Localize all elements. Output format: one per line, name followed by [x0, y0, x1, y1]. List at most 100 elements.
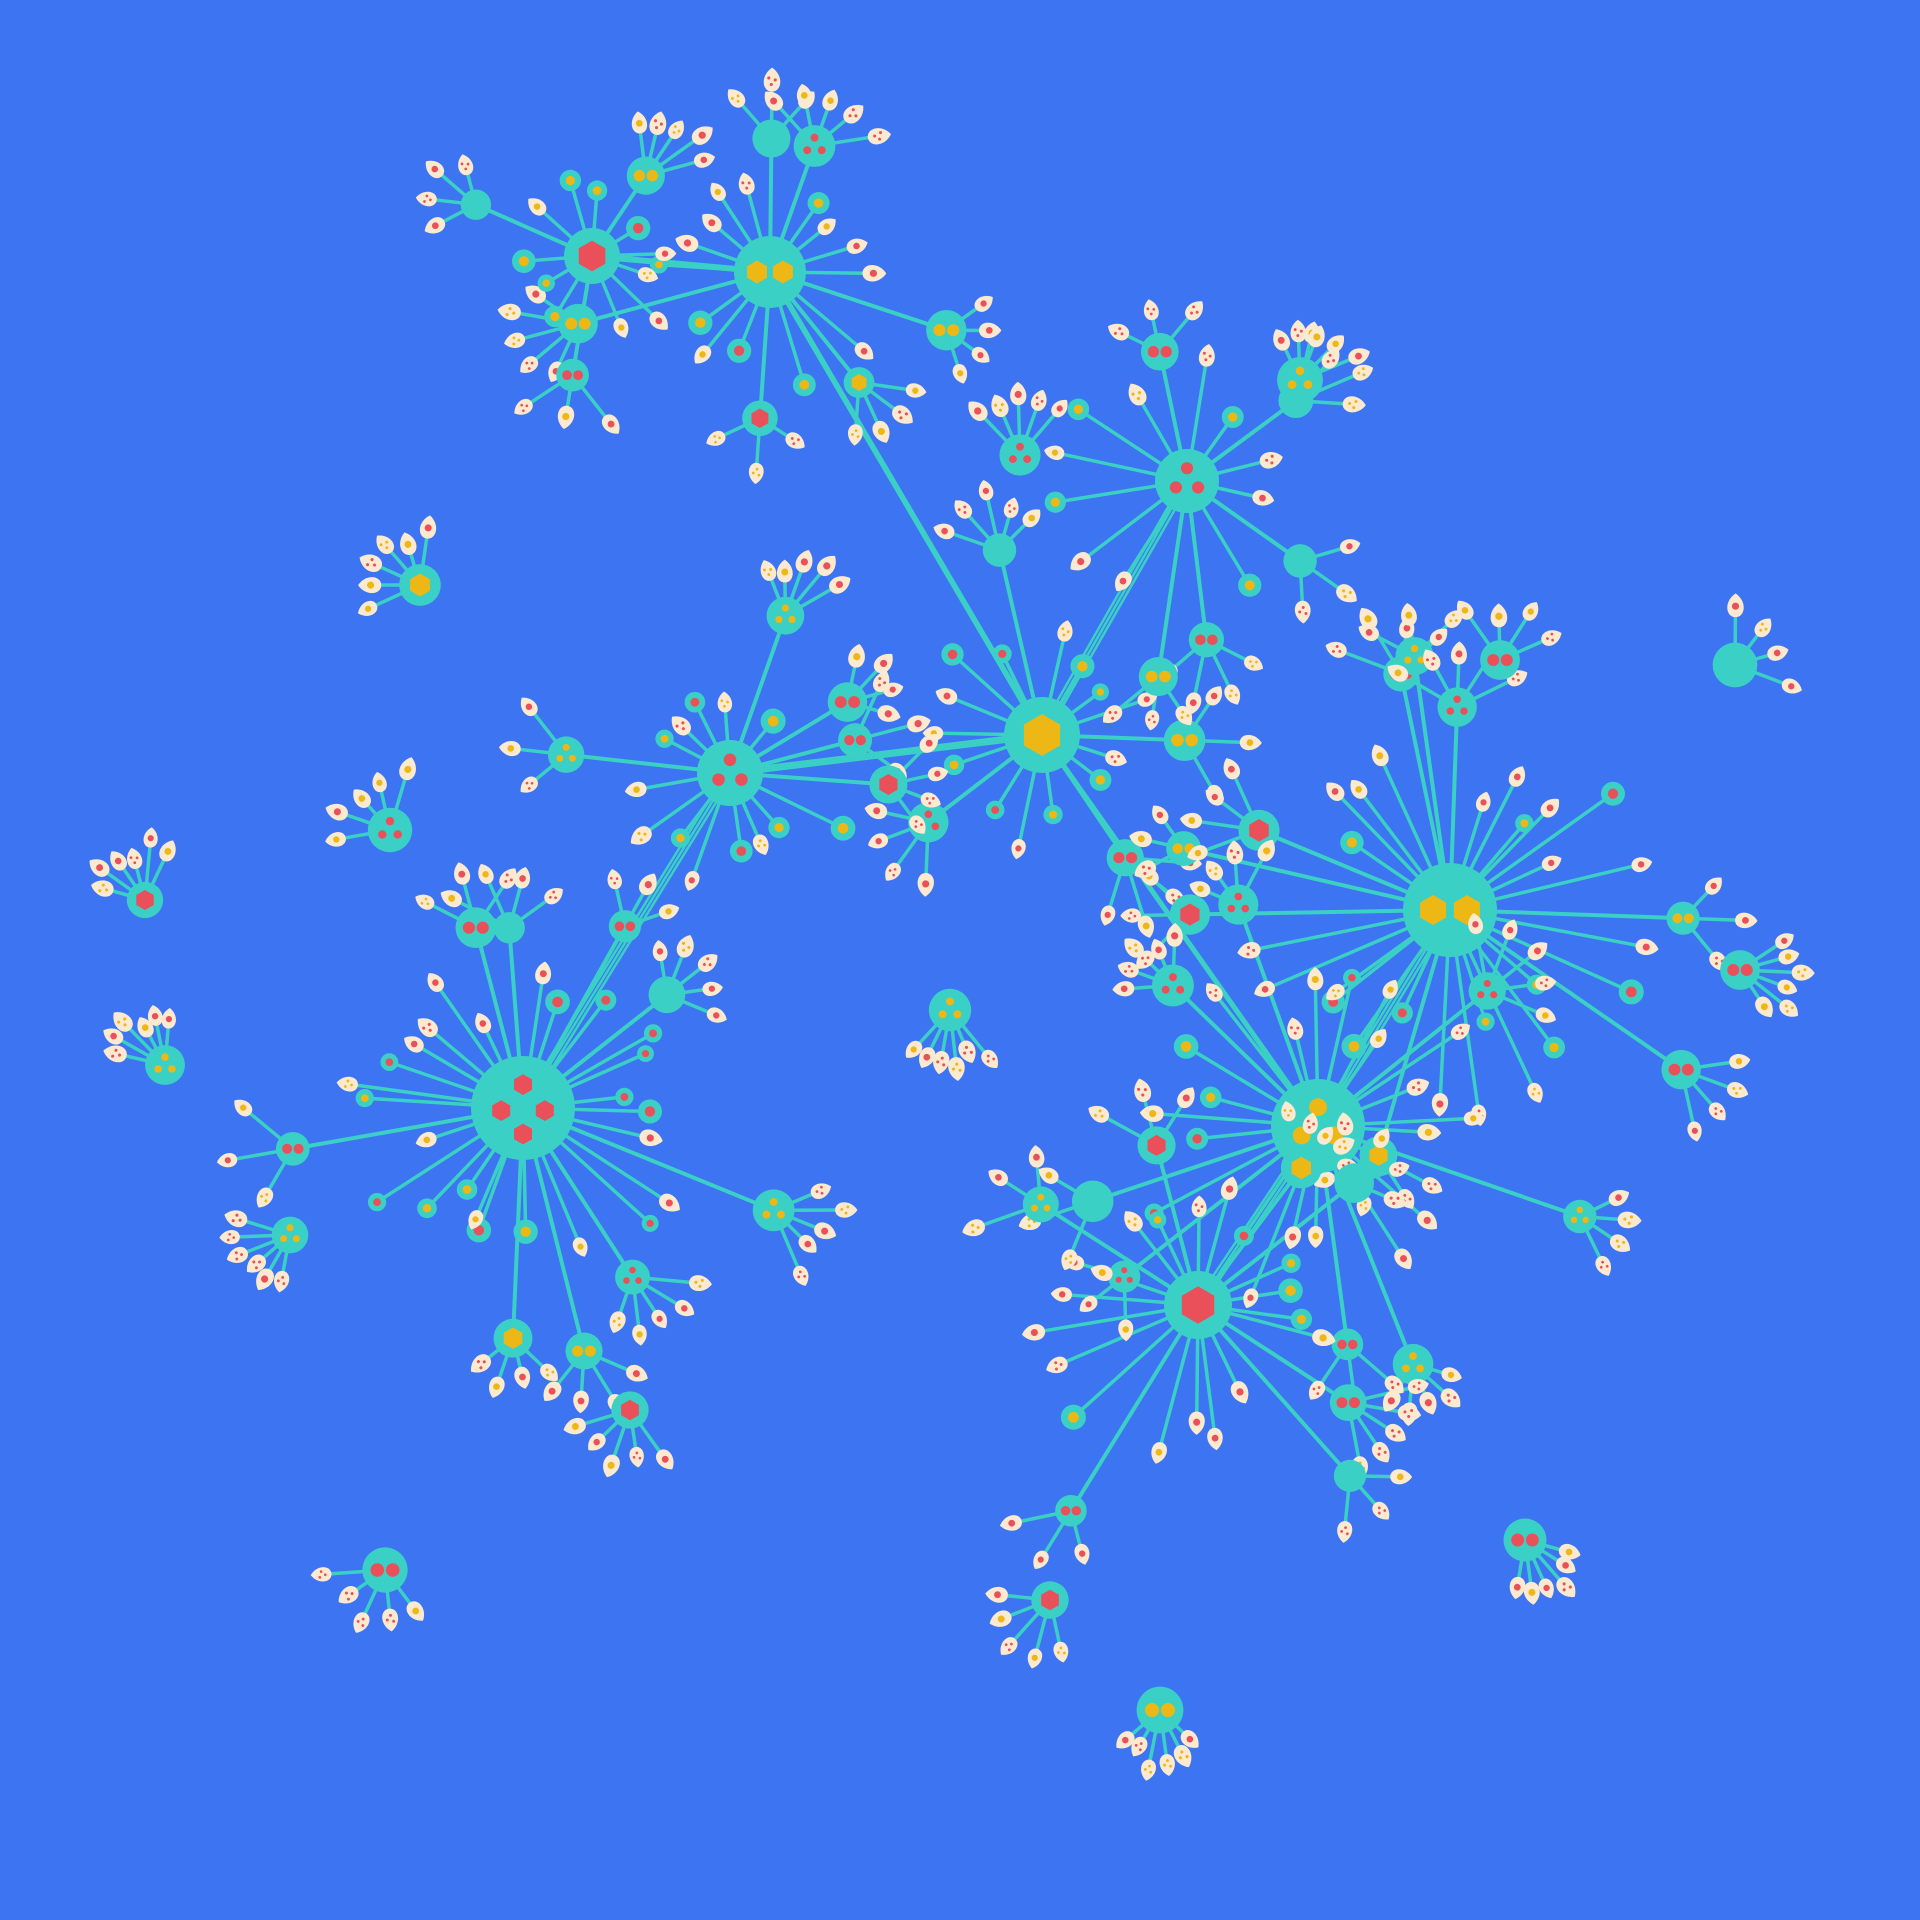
leaf-dot	[1759, 628, 1763, 632]
leaf-node	[1205, 983, 1223, 1002]
leaf-dot	[1513, 1583, 1521, 1591]
leaf-dot	[1352, 406, 1356, 410]
leaf-dot	[635, 1451, 639, 1455]
leaf-dot	[884, 710, 892, 718]
leaf-dot	[1317, 1386, 1321, 1389]
leaf-dot	[1335, 645, 1339, 648]
branch-node	[558, 303, 598, 344]
spoke-end-dot	[660, 734, 669, 743]
leaf-node	[962, 1219, 985, 1237]
leaf-node	[1538, 1578, 1554, 1599]
spoke-end-dot	[998, 649, 1007, 658]
leaf-node	[1394, 1248, 1412, 1270]
spoke-end-dot	[837, 822, 849, 834]
branch-node	[752, 119, 791, 158]
leaf-node	[497, 303, 521, 321]
leaf-dot	[931, 797, 935, 800]
branch-node	[1169, 894, 1211, 935]
branch-node	[1071, 1180, 1114, 1223]
branch-node-dot	[1576, 1206, 1584, 1213]
outlying-node-dot	[953, 1010, 962, 1019]
leaf-dot	[1783, 984, 1790, 991]
leaf-dot	[1599, 1265, 1603, 1269]
leaf-dot	[346, 1597, 350, 1601]
branch-node-hexagon	[1369, 1145, 1388, 1166]
leaf-petal	[1407, 1379, 1429, 1394]
branch-node-dot	[1681, 1063, 1694, 1076]
leaf-petal	[867, 128, 891, 145]
leaf-dot	[1143, 1088, 1147, 1092]
branch-node-dot	[1460, 707, 1468, 715]
leaf-dot	[1354, 399, 1358, 403]
leaf-petal	[520, 776, 538, 793]
leaf-node	[1490, 603, 1508, 628]
leaf-dot	[431, 222, 439, 230]
branch-node-body	[1395, 637, 1434, 676]
leaf-petal	[1237, 942, 1261, 959]
leaf-node	[629, 1446, 644, 1468]
leaf-dot	[1341, 1163, 1345, 1167]
leaf-dot	[1147, 718, 1151, 721]
branch-node-dot	[947, 324, 960, 337]
leaf-dot	[147, 835, 154, 842]
leaf-dot	[1417, 1387, 1421, 1391]
leaf-node	[1115, 571, 1132, 592]
spoke-end-dot	[649, 1029, 657, 1038]
leaf-node	[1112, 981, 1135, 997]
outlying-node-dot	[385, 816, 395, 826]
leaf-dot	[632, 1456, 636, 1459]
hub-north-east-body	[1155, 449, 1219, 513]
leaf-dot	[254, 1266, 258, 1270]
branch-node-dot	[462, 921, 476, 934]
leaf-node	[1558, 1543, 1581, 1560]
leaf-node	[1523, 1581, 1540, 1605]
leaf-dot	[1151, 714, 1155, 718]
spoke-end-dot	[947, 649, 958, 660]
leaf-dot	[1403, 624, 1411, 632]
leaf-dot	[655, 317, 663, 325]
leaf-node	[691, 126, 713, 145]
leaf-dot	[1764, 627, 1768, 631]
leaf-dot	[350, 1083, 353, 1087]
branch-node-body	[615, 1259, 650, 1295]
leaf-node	[1610, 1234, 1631, 1252]
hub-south-hexagon	[1181, 1286, 1215, 1324]
leaf-dot	[240, 1253, 244, 1256]
branch-node-body	[827, 682, 868, 722]
leaf-petal	[727, 89, 746, 108]
leaf-dot	[1202, 351, 1206, 355]
leaf-node	[1134, 860, 1157, 878]
leaf-node	[979, 322, 1002, 339]
leaf-dot	[1139, 1742, 1143, 1745]
leaf-dot	[850, 433, 854, 436]
leaf-petal	[1131, 1736, 1148, 1757]
leaf-dot	[815, 1190, 819, 1194]
branch-node-body	[565, 1332, 603, 1370]
leaf-node	[415, 191, 437, 207]
leaf-dot	[714, 440, 717, 444]
leaf-petal	[1337, 1521, 1353, 1543]
leaf-dot	[1710, 882, 1717, 890]
leaf-dot	[713, 1012, 720, 1019]
leaf-dot	[800, 558, 808, 566]
leaf-dot	[1338, 649, 1342, 653]
leaf-petal	[954, 500, 973, 519]
leaf-node	[658, 904, 680, 920]
leaf-node	[764, 91, 784, 111]
branch-node-body	[1334, 1163, 1375, 1203]
branch-node-dot	[776, 1210, 785, 1219]
outlying-node	[1712, 642, 1758, 688]
leaf-node	[417, 1018, 438, 1038]
leaf-dot	[522, 409, 525, 413]
leaf-dot	[1715, 962, 1718, 966]
leaf-dot	[1396, 1196, 1400, 1200]
branch-node	[1188, 622, 1225, 658]
branch-node	[1151, 964, 1194, 1007]
leaf-dot	[1063, 1651, 1066, 1655]
leaf-node	[1326, 782, 1345, 801]
leaf-node	[504, 332, 526, 348]
leaf-dot	[1365, 629, 1373, 636]
branch-node-dot	[635, 1277, 642, 1284]
leaf-dot	[1120, 985, 1128, 993]
